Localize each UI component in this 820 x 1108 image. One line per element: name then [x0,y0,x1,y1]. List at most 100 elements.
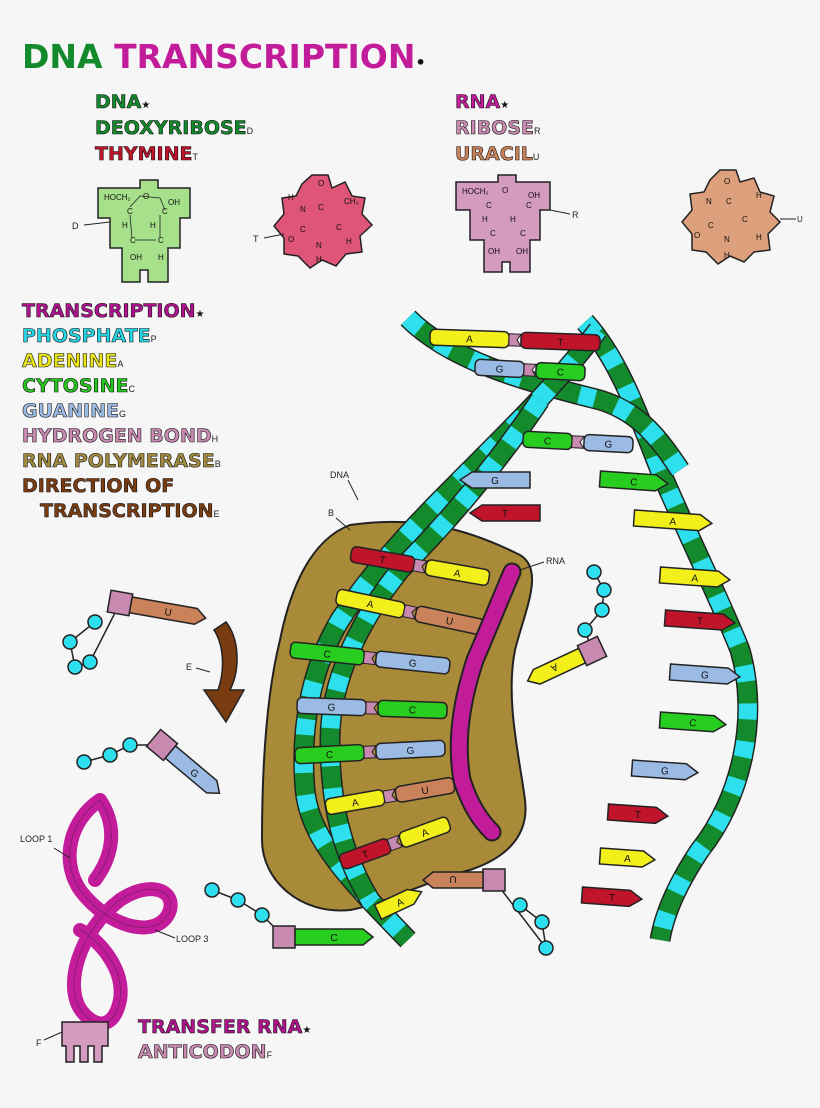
legend-text: URACIL [455,143,533,165]
base-T [468,504,541,522]
phosphate-ball [76,754,92,770]
base-U [421,871,484,889]
base-pair: TA [338,816,452,870]
phosphate-ball [87,614,103,630]
phosphate-ball [586,564,602,580]
callout-d: D [72,221,79,231]
legend-tag: P [150,334,157,344]
svg-text:C: C [708,221,714,230]
base-letter: U [421,785,430,797]
single-base: C [598,470,670,492]
legend-tag: T [192,152,198,162]
hydrogen-bond [523,363,538,377]
legend-item-rna: RNA★ [455,91,510,113]
hydrogen-bond [402,604,419,620]
single-base: T [606,803,670,825]
base-letter: T [361,849,371,861]
legend-text: GUANINE [22,400,120,422]
legend-tag: ★ [302,1025,312,1036]
base-letter: C [323,649,331,661]
base-U [128,596,207,626]
svg-text:H: H [756,191,762,200]
nucleotide-u-bottom: U [421,868,554,956]
base-letter: G [327,702,335,713]
phosphate-ball [230,892,246,908]
hydrogen-bond [508,333,523,347]
hydrogen-bond [412,558,428,574]
legend-tag: D [246,126,254,136]
legend-text: RNA [455,91,501,113]
svg-text:C: C [490,229,496,238]
base-G [668,663,742,685]
phosphate-ball [512,897,528,913]
phosphate-ball [577,622,593,638]
title-dna: DNA [22,37,103,76]
svg-text:C: C [300,225,306,234]
svg-text:OH: OH [516,247,528,256]
base-A [398,816,452,848]
legend-item-direction-of: DIRECTION OF [22,476,175,496]
legend-text: TRANSFER RNA [138,1016,303,1038]
callout-e: E [186,662,192,672]
base-letter: A [420,827,430,840]
single-base: A [658,566,732,588]
base-letter: A [466,334,473,345]
svg-text:H: H [288,193,294,202]
legend-text: ADENINE [22,350,118,372]
base-letter: C [330,933,337,944]
phosphate-ball [254,907,270,923]
svg-text:N: N [724,235,730,244]
svg-text:C: C [726,197,732,206]
legend-text: RIBOSE [455,117,535,139]
svg-text:C: C [127,207,133,216]
single-base: T [663,609,737,631]
legend-item-anticodon: ANTICODONF [138,1042,273,1062]
hydrogen-bond [386,834,404,852]
single-base: C [658,711,728,733]
svg-text:C: C [742,215,748,224]
legend-item-uracil: URACILU [455,143,540,165]
base-letter: G [661,766,670,778]
base-A [424,559,491,586]
page-title: DNA TRANSCRIPTION• [22,40,426,73]
base-letter: U [163,607,172,619]
single-base: A [598,847,657,868]
callout-r: R [572,210,579,220]
base-letter: A [669,516,677,527]
single-base: G [668,663,742,685]
single-base: G [630,759,700,781]
phosphate-ball [82,654,98,670]
base-letter: A [624,854,632,865]
svg-text:C: C [162,207,168,216]
legend-text: TRANSCRIPTION [22,300,196,322]
svg-text:C: C [318,203,324,212]
svg-text:N: N [316,241,322,250]
base-T [663,609,737,631]
base-letter: C [630,477,638,488]
phosphate-ball [538,940,554,956]
base-C [377,699,448,720]
base-letter: G [406,746,415,757]
legend-tag: G [119,409,127,419]
ribose-square [482,868,506,892]
svg-text:C: C [336,223,342,232]
legend-text: HYDROGEN BOND [22,425,212,447]
base-letter: T [557,337,563,348]
single-base: T [580,886,644,908]
base-G [164,744,221,794]
base-A [373,888,423,921]
base-letter: G [491,476,499,487]
base-letter: G [701,670,710,682]
legend-tag: F [266,1050,273,1060]
legend-text: RNA POLYMERASE [22,450,215,472]
base-letter: C [409,705,417,716]
svg-text:OH: OH [130,253,142,262]
legend-item-transcription: TRANSCRIPTIONE [40,501,220,521]
svg-text:N: N [300,205,306,214]
legend-tag: ★ [141,100,151,111]
base-letter: T [608,893,615,904]
